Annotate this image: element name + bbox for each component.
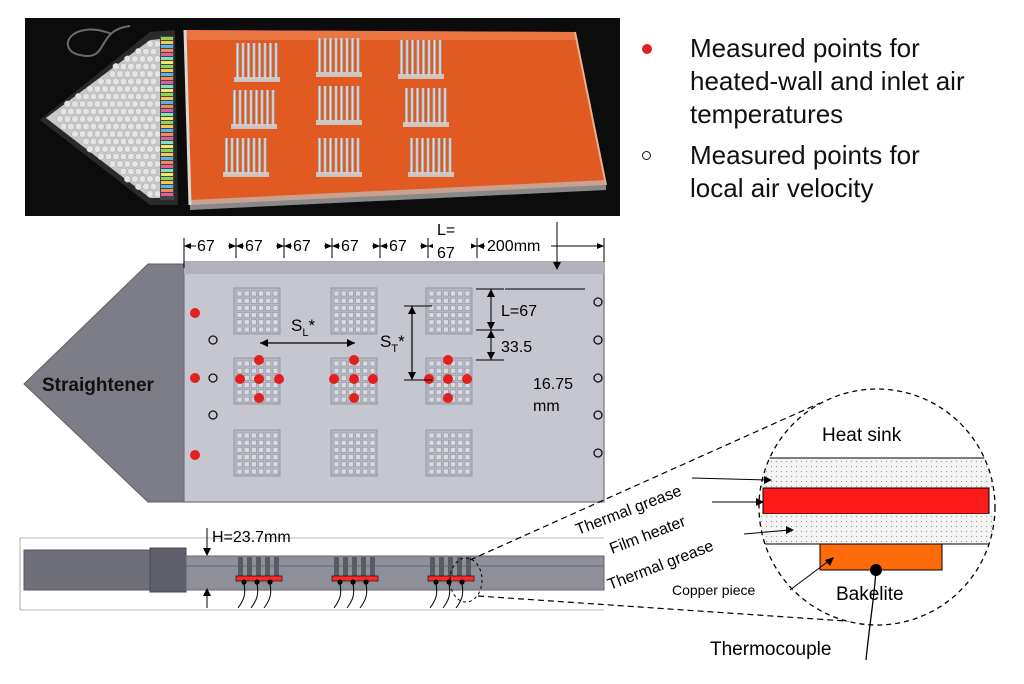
photo-straightener <box>40 30 178 205</box>
legend: Measured points for heated-wall and inle… <box>640 32 1020 213</box>
legend-text-line: temperatures <box>690 99 844 129</box>
dim-67-4: 67 <box>341 238 359 255</box>
bakelite-label: Bakelite <box>836 584 904 605</box>
dim-gap: 33.5 <box>501 339 532 356</box>
red-dot-icon <box>642 44 652 54</box>
st-label: ST* <box>380 332 405 355</box>
thermocouple-label: Thermocouple <box>710 639 831 660</box>
dim-offset-unit: mm <box>533 398 560 415</box>
dim-channel-height: H=23.7mm <box>212 529 291 546</box>
open-circle-icon <box>642 151 651 160</box>
dim-67-3: 67 <box>293 238 311 255</box>
dim-200mm: 200mm <box>487 238 540 255</box>
photo-heat-sinks <box>223 38 454 177</box>
legend-text-line: heated-wall and inlet air <box>690 66 965 96</box>
sl-label: SL* <box>291 316 315 339</box>
heat-sink-array <box>233 287 473 477</box>
velocity-points <box>208 297 603 458</box>
straightener-label: Straightener <box>42 375 155 396</box>
copper-piece-label: Copper piece <box>672 582 755 598</box>
dim-67-1: 67 <box>197 238 215 255</box>
detail-callout: Heat sink Bakelite Thermal grease Film h… <box>469 388 996 661</box>
side-heat-sinks <box>235 557 475 609</box>
side-view: H=23.7mm <box>19 528 605 611</box>
dim-sink-length: L=67 <box>501 303 537 320</box>
dim-L-prefix: L= <box>437 222 455 239</box>
photo-panel <box>25 18 620 216</box>
dim-67-5: 67 <box>389 238 407 255</box>
legend-text-line: local air velocity <box>690 173 874 203</box>
svg-text:SL*: SL* <box>291 316 315 339</box>
photo-plate <box>183 29 607 210</box>
svg-text:ST*: ST* <box>380 332 405 355</box>
top-view: Straightener <box>23 220 605 503</box>
legend-text-line: Measured points for <box>690 140 920 170</box>
temperature-points <box>190 308 472 460</box>
film-heater-layer <box>762 487 990 515</box>
copper-piece-block <box>819 543 943 571</box>
legend-text-line: Measured points for <box>690 33 920 63</box>
dim-offset-value: 16.75 <box>533 376 573 393</box>
legend-item-temperature: Measured points for heated-wall and inle… <box>640 32 1020 131</box>
dim-67-2: 67 <box>245 238 263 255</box>
heat-sink-label: Heat sink <box>822 425 902 446</box>
dim-67-6: 67 <box>437 245 455 262</box>
legend-item-velocity: Measured points for local air velocity <box>640 139 1020 205</box>
